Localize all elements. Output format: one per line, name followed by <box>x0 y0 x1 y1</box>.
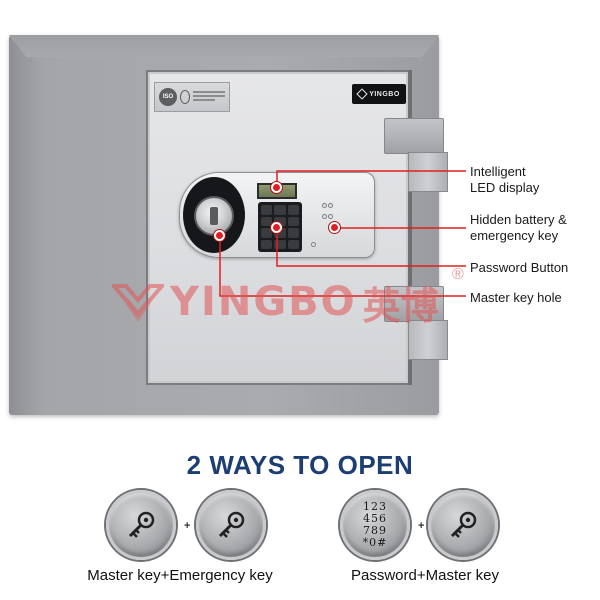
certification-plate: ISO <box>154 82 230 112</box>
brand-plate-text: YINGBO <box>369 90 400 98</box>
registered-mark: ® <box>452 266 464 283</box>
plus-sign: + <box>184 520 191 532</box>
callout-hidden-battery: Hidden battery &emergency key <box>470 212 567 243</box>
indicator-light <box>328 214 333 219</box>
callout-dot-battery <box>329 222 340 233</box>
key-slot-icon <box>210 207 218 225</box>
callout-dot-password <box>271 222 282 233</box>
keypad-button[interactable] <box>287 216 299 226</box>
cert-text-lines <box>193 91 229 103</box>
keypad-button[interactable] <box>287 228 299 238</box>
method-caption-password-master: Password+Master key <box>351 567 499 584</box>
callout-dot-led <box>271 182 282 193</box>
plus-sign: + <box>418 520 425 532</box>
password-circle: 123 456 789 *0# <box>340 490 410 560</box>
callout-master-key-hole: Master key hole <box>470 290 562 305</box>
brand-logo-icon <box>356 88 368 100</box>
keypad-button[interactable] <box>261 216 273 226</box>
ways-to-open-heading: 2 WAYS TO OPEN <box>186 450 414 480</box>
keypad-button[interactable] <box>274 239 286 249</box>
emergency-key-circle <box>196 490 266 560</box>
upper-hinge <box>384 118 444 154</box>
keypad-button[interactable] <box>261 228 273 238</box>
brand-plate: YINGBO <box>352 84 406 104</box>
keypad-button[interactable] <box>287 239 299 249</box>
callout-dot-keyhole <box>214 230 225 241</box>
keypad-button[interactable] <box>261 239 273 249</box>
indicator-light <box>328 203 333 208</box>
lower-hinge-bar <box>408 320 448 360</box>
keypad-button[interactable] <box>274 205 286 215</box>
indicator-light <box>322 203 327 208</box>
master-key-circle-2 <box>428 490 498 560</box>
key-icon <box>218 511 245 538</box>
certification-mark-icon <box>180 90 190 104</box>
keypad-button[interactable] <box>287 205 299 215</box>
lower-hinge <box>384 286 444 322</box>
key-icon <box>128 511 155 538</box>
indicator-light <box>311 242 316 247</box>
key-icon <box>450 511 477 538</box>
upper-hinge-bar <box>408 152 448 192</box>
keypad-digits-icon: 123 456 789 *0# <box>362 500 388 549</box>
iso-badge: ISO <box>159 88 177 106</box>
indicator-light <box>322 214 327 219</box>
master-key-circle <box>106 490 176 560</box>
safe-top-bevel <box>9 35 439 57</box>
callout-password-button: Password Button <box>470 260 569 275</box>
method-caption-master-emergency: Master key+Emergency key <box>87 567 273 584</box>
keypad-button[interactable] <box>261 205 273 215</box>
keypad-button[interactable] <box>274 216 286 226</box>
